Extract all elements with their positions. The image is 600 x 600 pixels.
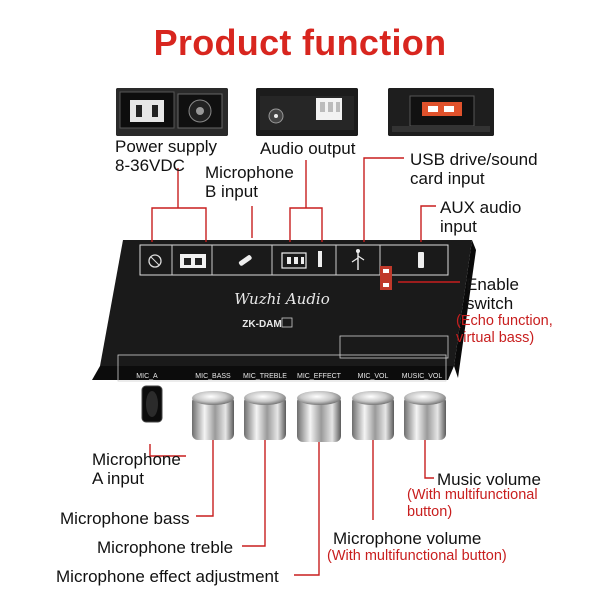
label-mic-effect: Microphone effect adjustment xyxy=(56,567,279,586)
leader-aux xyxy=(420,205,436,242)
label-mic-b-input: Microphone B input xyxy=(205,163,294,201)
label-mic-treble: Microphone treble xyxy=(97,538,234,557)
mic-effect-knob[interactable] xyxy=(297,391,341,442)
label-mic-volume: Microphone volume xyxy=(333,529,482,548)
device-model-text: ZK-DAM xyxy=(242,319,281,330)
label-power-supply: Power supply 8-36VDC xyxy=(115,137,218,175)
knob-label-mic-a: MIC_A xyxy=(136,373,158,380)
knob-label-mic-treble: MIC_TREBLE xyxy=(243,373,287,380)
audio-output-connector-icon xyxy=(281,251,322,269)
leader-usb xyxy=(363,157,404,242)
note-enable-switch: (Echo function, virtual bass) xyxy=(456,313,553,346)
leader-music-volume xyxy=(424,440,434,479)
leader-mic-treble xyxy=(242,440,266,547)
music-volume-knob[interactable] xyxy=(404,391,446,440)
note-music-volume: (With multifunctional button) xyxy=(407,487,538,520)
label-enable-switch: Enable switch xyxy=(466,275,519,313)
leader-mic-effect xyxy=(294,442,320,576)
leader-mic-a xyxy=(149,444,186,457)
power-jack-image xyxy=(116,88,228,136)
label-mic-a-input: Microphone A input xyxy=(92,450,181,488)
device-front-edge xyxy=(92,366,454,380)
knob-label-panel xyxy=(117,354,447,382)
knob-label-mic-vol: MIC_VOL xyxy=(358,373,389,380)
leader-lines xyxy=(149,157,460,576)
knobs xyxy=(192,391,446,442)
label-aux-input: AUX audio input xyxy=(440,198,522,236)
leader-mic-bass xyxy=(196,440,214,517)
microphone-b-icon xyxy=(238,255,252,266)
knob-label-mic-bass: MIC_BASS xyxy=(195,373,231,380)
knob-label-mic-effect: MIC_EFFECT xyxy=(297,373,342,380)
microphone-a-jack xyxy=(141,385,163,423)
mic-volume-knob[interactable] xyxy=(352,391,394,440)
label-usb-input: USB drive/sound card input xyxy=(410,150,538,188)
knob-labels: MIC_A MIC_BASS MIC_TREBLE MIC_EFFECT MIC_VOL… xyxy=(136,373,442,380)
usb-port-image xyxy=(388,88,494,136)
label-music-volume: Music volume xyxy=(437,470,541,489)
enable-switch-icon xyxy=(380,266,392,290)
port-panel xyxy=(139,244,449,276)
aux-jack-icon xyxy=(418,252,424,268)
label-mic-bass: Microphone bass xyxy=(60,509,190,528)
mic-treble-knob[interactable] xyxy=(244,391,286,440)
usb-port-photo xyxy=(388,88,494,136)
power-symbol-icon xyxy=(148,254,162,268)
device-top-face xyxy=(100,240,472,366)
usb-icon xyxy=(351,249,365,270)
audio-output-image xyxy=(256,88,358,136)
audio-output-photo xyxy=(256,88,358,136)
note-mic-volume: (With multifunctional button) xyxy=(327,548,507,564)
mic-bass-knob[interactable] xyxy=(192,391,234,440)
label-audio-output: Audio output xyxy=(260,139,356,158)
page-title: Product function xyxy=(153,22,447,63)
power-jack-photo xyxy=(116,88,228,136)
device-brand-text: Wuzhi Audio xyxy=(234,290,330,308)
knob-label-music-vol: MUSIC_VOL xyxy=(402,373,443,380)
power-connector-icon xyxy=(180,254,206,268)
device-side-edge xyxy=(454,240,476,378)
